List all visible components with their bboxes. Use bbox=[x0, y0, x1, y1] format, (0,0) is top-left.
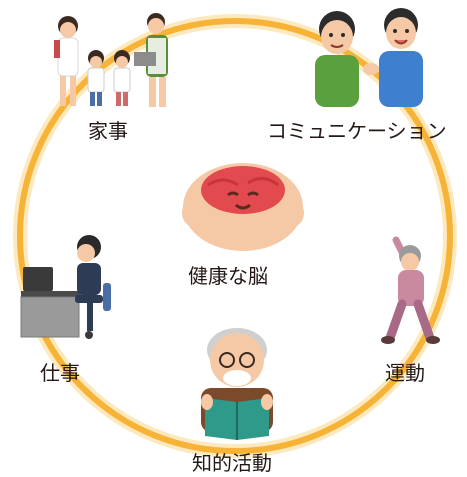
activity-label-exercise: 運動 bbox=[385, 361, 425, 385]
activity-label-housework: 家事 bbox=[88, 119, 128, 143]
brain-icon bbox=[182, 163, 304, 251]
two-people-talking-icon bbox=[315, 8, 423, 107]
elderly-man-reading-icon bbox=[201, 328, 273, 440]
family-housework-icon bbox=[54, 13, 168, 107]
center-label: 健康な脳 bbox=[188, 264, 268, 288]
activity-label-communication: コミュニケーション bbox=[267, 119, 447, 143]
activity-label-intellectual: 知的活動 bbox=[192, 451, 272, 475]
activity-label-work: 仕事 bbox=[40, 361, 80, 385]
office-worker-at-computer-icon bbox=[20, 235, 111, 339]
elderly-woman-stretching-icon bbox=[381, 236, 440, 344]
